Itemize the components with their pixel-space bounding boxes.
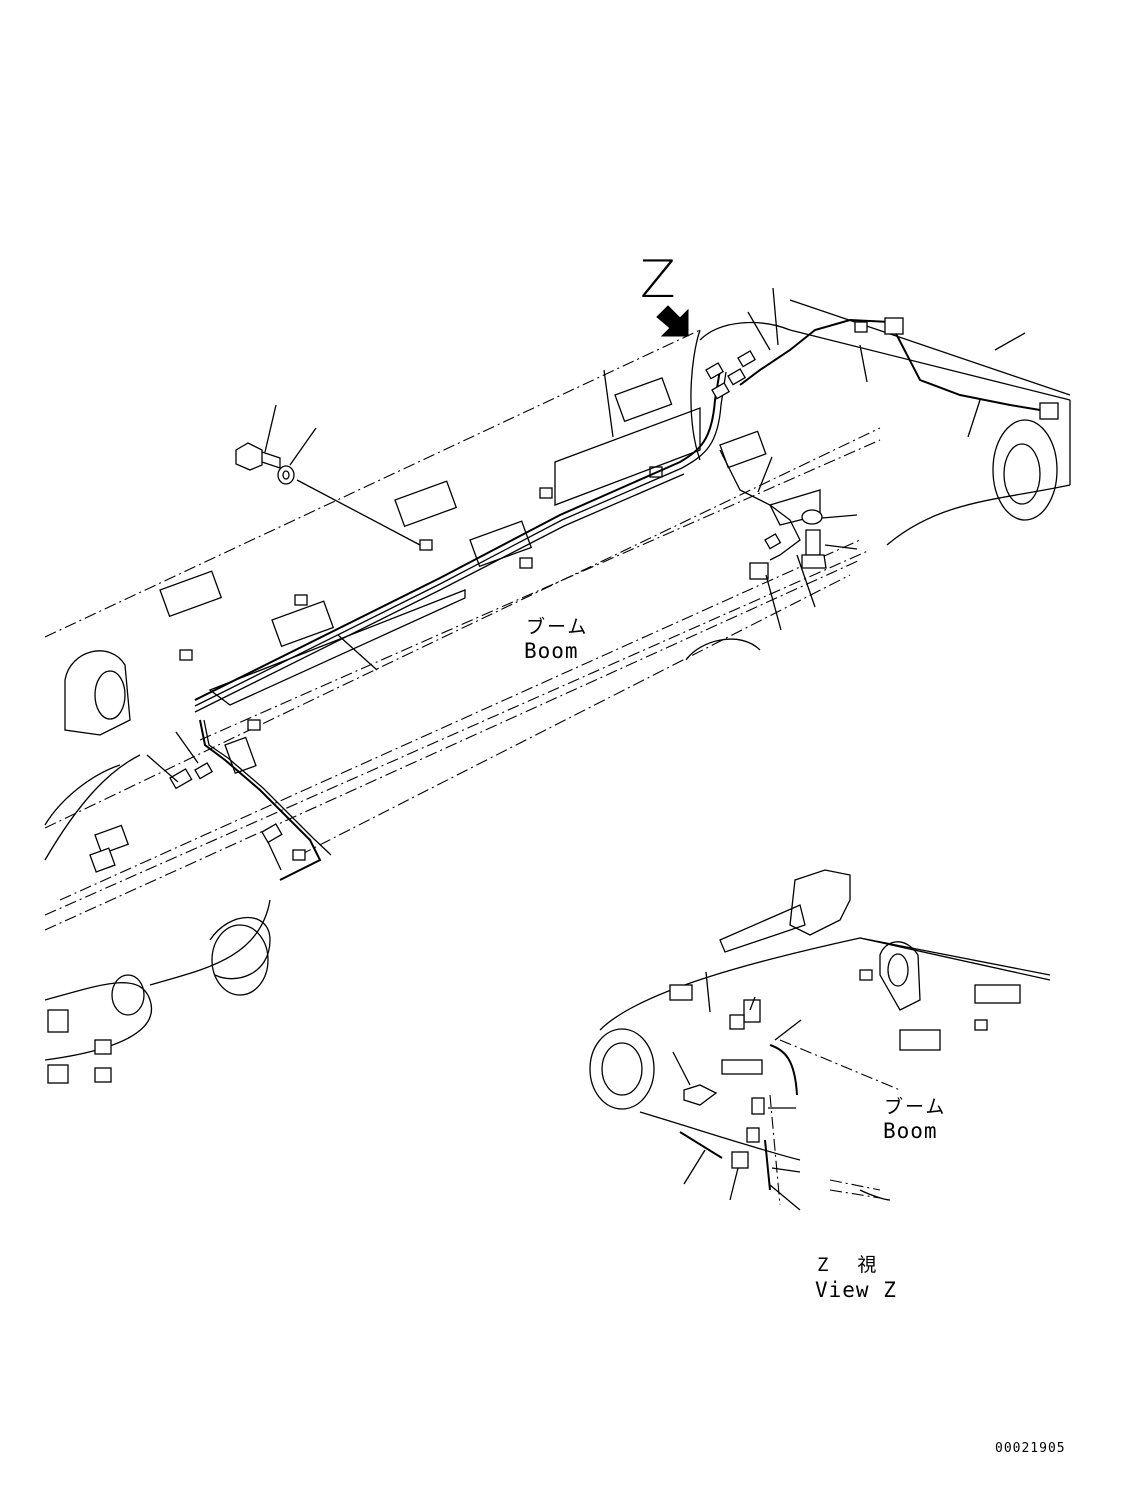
- grease-pipes: [194, 318, 1041, 881]
- detail-caption-en: View Z: [815, 1278, 897, 1302]
- boom-outline: [44, 299, 1071, 1061]
- bolt-washer-right: [801, 509, 827, 569]
- fittings: [169, 317, 1059, 844]
- view-z-arrow: [656, 305, 689, 337]
- detail-view-z: [589, 869, 1051, 1211]
- detail-caption-jp: Z 視: [817, 1254, 879, 1276]
- clamp-brackets: [47, 377, 767, 1084]
- detail-part-label-en: Boom: [883, 1119, 938, 1143]
- leader-lines-main: [146, 287, 1026, 871]
- main-part-label-jp: ブーム: [526, 616, 589, 638]
- bolt-washer-main: [235, 442, 421, 546]
- main-part-label-en: Boom: [524, 639, 579, 663]
- boom-top-boss: [64, 650, 269, 1016]
- drawing-number: 00021905: [995, 1441, 1066, 1456]
- detail-part-label-jp: ブーム: [884, 1096, 947, 1118]
- boom-foot-boss: [992, 419, 1058, 521]
- view-z-marker: Z: [640, 250, 676, 310]
